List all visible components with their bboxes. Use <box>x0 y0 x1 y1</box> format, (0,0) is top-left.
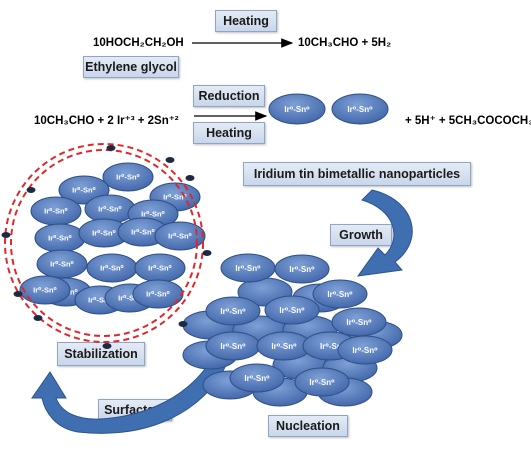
particle-label: Ir⁰-Sn⁰ <box>33 286 57 295</box>
particle-ellipse <box>331 93 389 125</box>
particle-label: Ir⁰-Sn⁰ <box>352 346 378 355</box>
stabilization-label: Stabilization <box>57 342 145 366</box>
particle-label: Ir⁰-Sn⁰ <box>244 374 270 383</box>
particle-ellipse <box>19 275 71 305</box>
particle-ellipse <box>205 296 261 326</box>
particle-label: Ir⁰-Sn⁰ <box>148 264 172 273</box>
stabilization-particle: Ir⁰-Sn⁰ <box>19 275 71 305</box>
surfactant-molecule-dot <box>178 321 188 327</box>
nucleation-particle: Ir⁰-Sn⁰ <box>312 279 368 309</box>
nucleation-particle: Ir⁰-Sn⁰ <box>205 331 261 361</box>
surfactant-molecule-dot <box>26 187 36 193</box>
particle-label: Ir⁰-Sn⁰ <box>279 306 305 315</box>
heating-label-mid: Heating <box>193 122 265 144</box>
stabilization-particle: Ir⁰-Sn⁰ <box>102 162 154 192</box>
surfactant-molecule-dot <box>165 157 175 163</box>
growth-label: Growth <box>330 224 392 246</box>
equation-2-products: + 5H⁺ + 5CH₃COCOCH₃ <box>405 115 531 127</box>
nucleation-label: Nucleation <box>268 415 348 437</box>
particle-ellipse <box>264 295 320 325</box>
bimetallic-nanoparticles-label: Iridium tin bimetallic nanoparticles <box>243 162 471 186</box>
reaction-particle: Ir⁰-Sn⁰ <box>268 93 326 125</box>
stabilization-particle: Ir⁰-Sn⁰ <box>30 196 82 226</box>
surfactant-molecule-dot <box>185 175 195 181</box>
particle-label: Ir⁰-Sn⁰ <box>131 228 155 237</box>
surfactant-arrow <box>31 361 227 434</box>
particle-label: Ir⁰-Sn⁰ <box>347 105 373 114</box>
particle-label: Ir⁰-Sn⁰ <box>284 105 310 114</box>
particle-label: Ir⁰-Sn⁰ <box>88 296 112 305</box>
surfactant-molecule-dot <box>106 145 116 151</box>
nucleation-particle: Ir⁰-Sn⁰ <box>256 331 312 361</box>
particle-ellipse <box>337 335 393 365</box>
stabilization-ring-inner <box>10 149 198 337</box>
stabilization-particle: Ir⁰-Sn⁰ <box>86 253 138 283</box>
equation-1-product: 10CH₃CHO + 5H₂ <box>298 37 392 49</box>
particle-label: Ir⁰-Sn⁰ <box>309 378 335 387</box>
particle-ellipse <box>102 162 154 192</box>
nucleation-particle: Ir⁰-Sn⁰ <box>264 295 320 325</box>
particle-label: Ir⁰-Sn⁰ <box>163 193 187 202</box>
surfactant-molecule-dot <box>202 250 212 256</box>
particle-label: Ir⁰-Sn⁰ <box>118 294 142 303</box>
surfactant-molecule-dot <box>13 291 23 297</box>
particle-label: Ir⁰-Sn⁰ <box>50 260 74 269</box>
reduction-label: Reduction <box>193 85 265 107</box>
particle-label: Ir⁰-Sn⁰ <box>289 265 315 274</box>
surfactant-molecule-dot <box>1 232 11 238</box>
particle-label: Ir⁰-Sn⁰ <box>44 207 68 216</box>
particle-label: Ir⁰-Sn⁰ <box>327 290 353 299</box>
particle-ellipse <box>268 93 326 125</box>
nucleation-particle: Ir⁰-Sn⁰ <box>220 253 276 283</box>
nucleation-particle: Ir⁰-Sn⁰ <box>337 335 393 365</box>
stabilization-ring-outer <box>4 143 204 343</box>
reaction-particle: Ir⁰-Sn⁰ <box>331 93 389 125</box>
particle-label: Ir⁰-Sn⁰ <box>100 264 124 273</box>
particle-label: Ir⁰-Sn⁰ <box>220 342 246 351</box>
particle-label: Ir⁰-Sn⁰ <box>220 307 246 316</box>
particle-label: Ir⁰-Sn⁰ <box>92 229 116 238</box>
particle-label: Ir⁰-Sn⁰ <box>141 210 165 219</box>
nucleation-particle: Ir⁰-Sn⁰ <box>205 296 261 326</box>
particle-ellipse <box>154 221 206 251</box>
surfactant-molecule-dot <box>33 315 43 321</box>
equation-1-reactant: 10HOCH₂CH₂OH <box>93 37 184 49</box>
particle-label: Ir⁰-Sn⁰ <box>346 318 372 327</box>
stabilization-particle: Ir⁰-Sn⁰ <box>36 249 88 279</box>
stabilization-particle: Ir⁰-Sn⁰ <box>132 279 184 309</box>
particle-ellipse <box>229 363 285 393</box>
particle-ellipse <box>274 254 330 284</box>
particle-label: Ir⁰-Sn⁰ <box>72 186 96 195</box>
particle-label: Ir⁰-Sn⁰ <box>235 264 261 273</box>
particle-ellipse <box>312 279 368 309</box>
particle-label: Ir⁰-Sn⁰ <box>116 173 140 182</box>
equation-2-reactants: 10CH₃CHO + 2 Ir⁺³ + 2Sn⁺² <box>34 115 179 127</box>
particle-label: Ir⁰-Sn⁰ <box>271 342 297 351</box>
particle-label: Ir⁰-Sn⁰ <box>168 232 192 241</box>
particle-label: Ir⁰-Sn⁰ <box>48 234 72 243</box>
particle-label: Ir⁰-Sn⁰ <box>146 290 170 299</box>
particle-ellipse <box>294 367 350 397</box>
nucleation-particle: Ir⁰-Sn⁰ <box>229 363 285 393</box>
ethylene-glycol-label: Ethylene glycol <box>83 56 179 78</box>
particle-label: Ir⁰-Sn⁰ <box>98 205 122 214</box>
surfactant-molecule-dot <box>102 343 112 349</box>
stabilization-particle: Ir⁰-Sn⁰ <box>34 223 86 253</box>
stabilization-particle: Ir⁰-Sn⁰ <box>84 194 136 224</box>
nucleation-particle: Ir⁰-Sn⁰ <box>294 367 350 397</box>
heating-label-top: Heating <box>215 10 277 32</box>
growth-arrow <box>356 189 413 277</box>
particle-ellipse <box>132 279 184 309</box>
nucleation-particle: Ir⁰-Sn⁰ <box>274 254 330 284</box>
nucleation-particle: Ir⁰-Sn⁰ <box>331 307 387 337</box>
particle-label: Ir⁰-Sr <box>320 342 340 351</box>
stabilization-particle: Ir⁰-Sn⁰ <box>154 221 206 251</box>
stabilization-particle: Ir⁰-Sn⁰ <box>134 253 186 283</box>
